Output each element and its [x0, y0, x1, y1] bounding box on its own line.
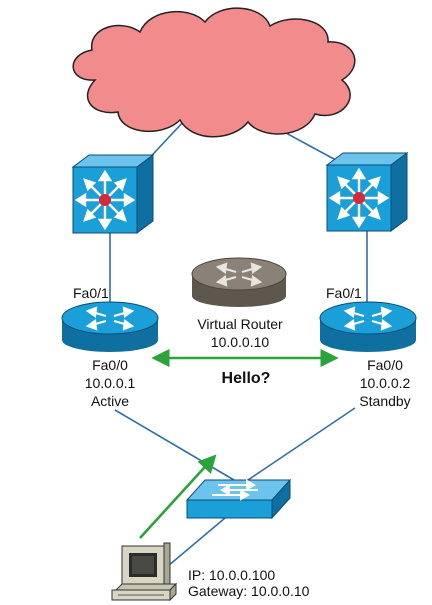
- virtual-router-title: Virtual Router: [197, 316, 283, 332]
- right-router-icon[interactable]: [319, 301, 417, 352]
- pc-icon[interactable]: [111, 542, 178, 602]
- cloud-icon: [72, 7, 356, 138]
- pc-to-gateway-arrow: [139, 454, 217, 539]
- right-multilayer-switch-icon[interactable]: [325, 152, 409, 232]
- host-gateway-label: Gateway: 10.0.0.10: [188, 583, 310, 599]
- access-switch-icon[interactable]: [185, 478, 292, 520]
- virtual-router-icon: [191, 257, 287, 307]
- link-left-router-access-switch: [114, 409, 235, 481]
- left-ip-label: 10.0.0.1: [85, 375, 136, 391]
- left-multilayer-switch-icon[interactable]: [71, 154, 155, 234]
- virtual-router-ip: 10.0.0.10: [211, 334, 270, 350]
- left-state-label: Active: [91, 393, 129, 409]
- left-router-icon[interactable]: [61, 301, 159, 352]
- hello-label: Hello?: [222, 370, 271, 387]
- right-state-label: Standby: [359, 393, 410, 409]
- link-right-router-access-switch: [247, 407, 356, 481]
- link-access-switch-pc: [167, 517, 226, 567]
- right-fa00-label: Fa0/0: [367, 357, 403, 373]
- right-fa01-label: Fa0/1: [326, 285, 362, 301]
- left-fa01-label: Fa0/1: [73, 285, 109, 301]
- host-ip-label: IP: 10.0.0.100: [188, 567, 275, 583]
- right-ip-label: 10.0.0.2: [360, 375, 411, 391]
- left-fa00-label: Fa0/0: [92, 357, 128, 373]
